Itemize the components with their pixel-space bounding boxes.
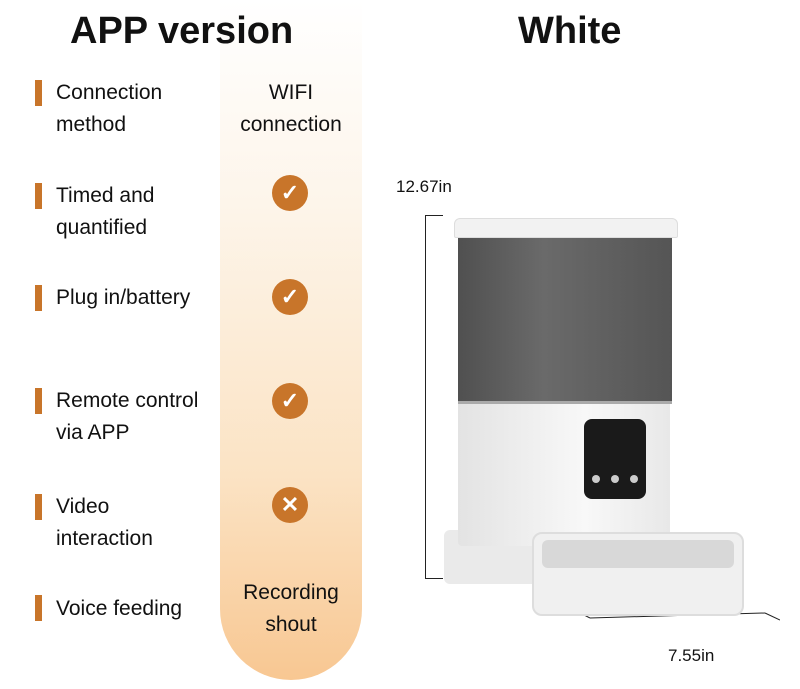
height-dimension-line (425, 215, 426, 578)
feature-label: Timed and quantified (56, 184, 155, 239)
food-container (458, 232, 672, 404)
feature-value: WIFI connection (240, 81, 342, 136)
button-icon (630, 475, 638, 483)
feature-label: Connection method (56, 81, 163, 136)
row-marker (35, 183, 42, 209)
button-icon (592, 475, 600, 483)
product-color-title: White (518, 10, 622, 52)
feature-label: Plug in/battery (56, 286, 191, 309)
column-title-app-version: APP version (70, 10, 294, 52)
control-panel (584, 419, 646, 499)
app-version-column (220, 0, 362, 680)
dimension-tick (425, 215, 443, 216)
check-icon: ✓ (272, 279, 308, 315)
feature-label: Remote control via APP (56, 389, 199, 444)
feature-value: Recording shout (243, 581, 339, 636)
width-dimension-label: 7.55in (668, 646, 715, 665)
row-marker (35, 80, 42, 106)
feeder-lid (454, 218, 678, 238)
check-icon: ✓ (272, 175, 308, 211)
height-dimension-label: 12.67in (396, 177, 452, 196)
row-marker (35, 285, 42, 311)
feature-label: Voice feeding (56, 597, 183, 620)
bowl-interior (542, 540, 734, 568)
row-marker (35, 595, 42, 621)
button-icon (611, 475, 619, 483)
food-bowl (532, 532, 744, 616)
cross-icon: ✕ (272, 487, 308, 523)
dimension-tick (425, 578, 443, 579)
row-marker (35, 388, 42, 414)
row-marker (35, 494, 42, 520)
feature-label: Video interaction (56, 495, 153, 550)
check-icon: ✓ (272, 383, 308, 419)
